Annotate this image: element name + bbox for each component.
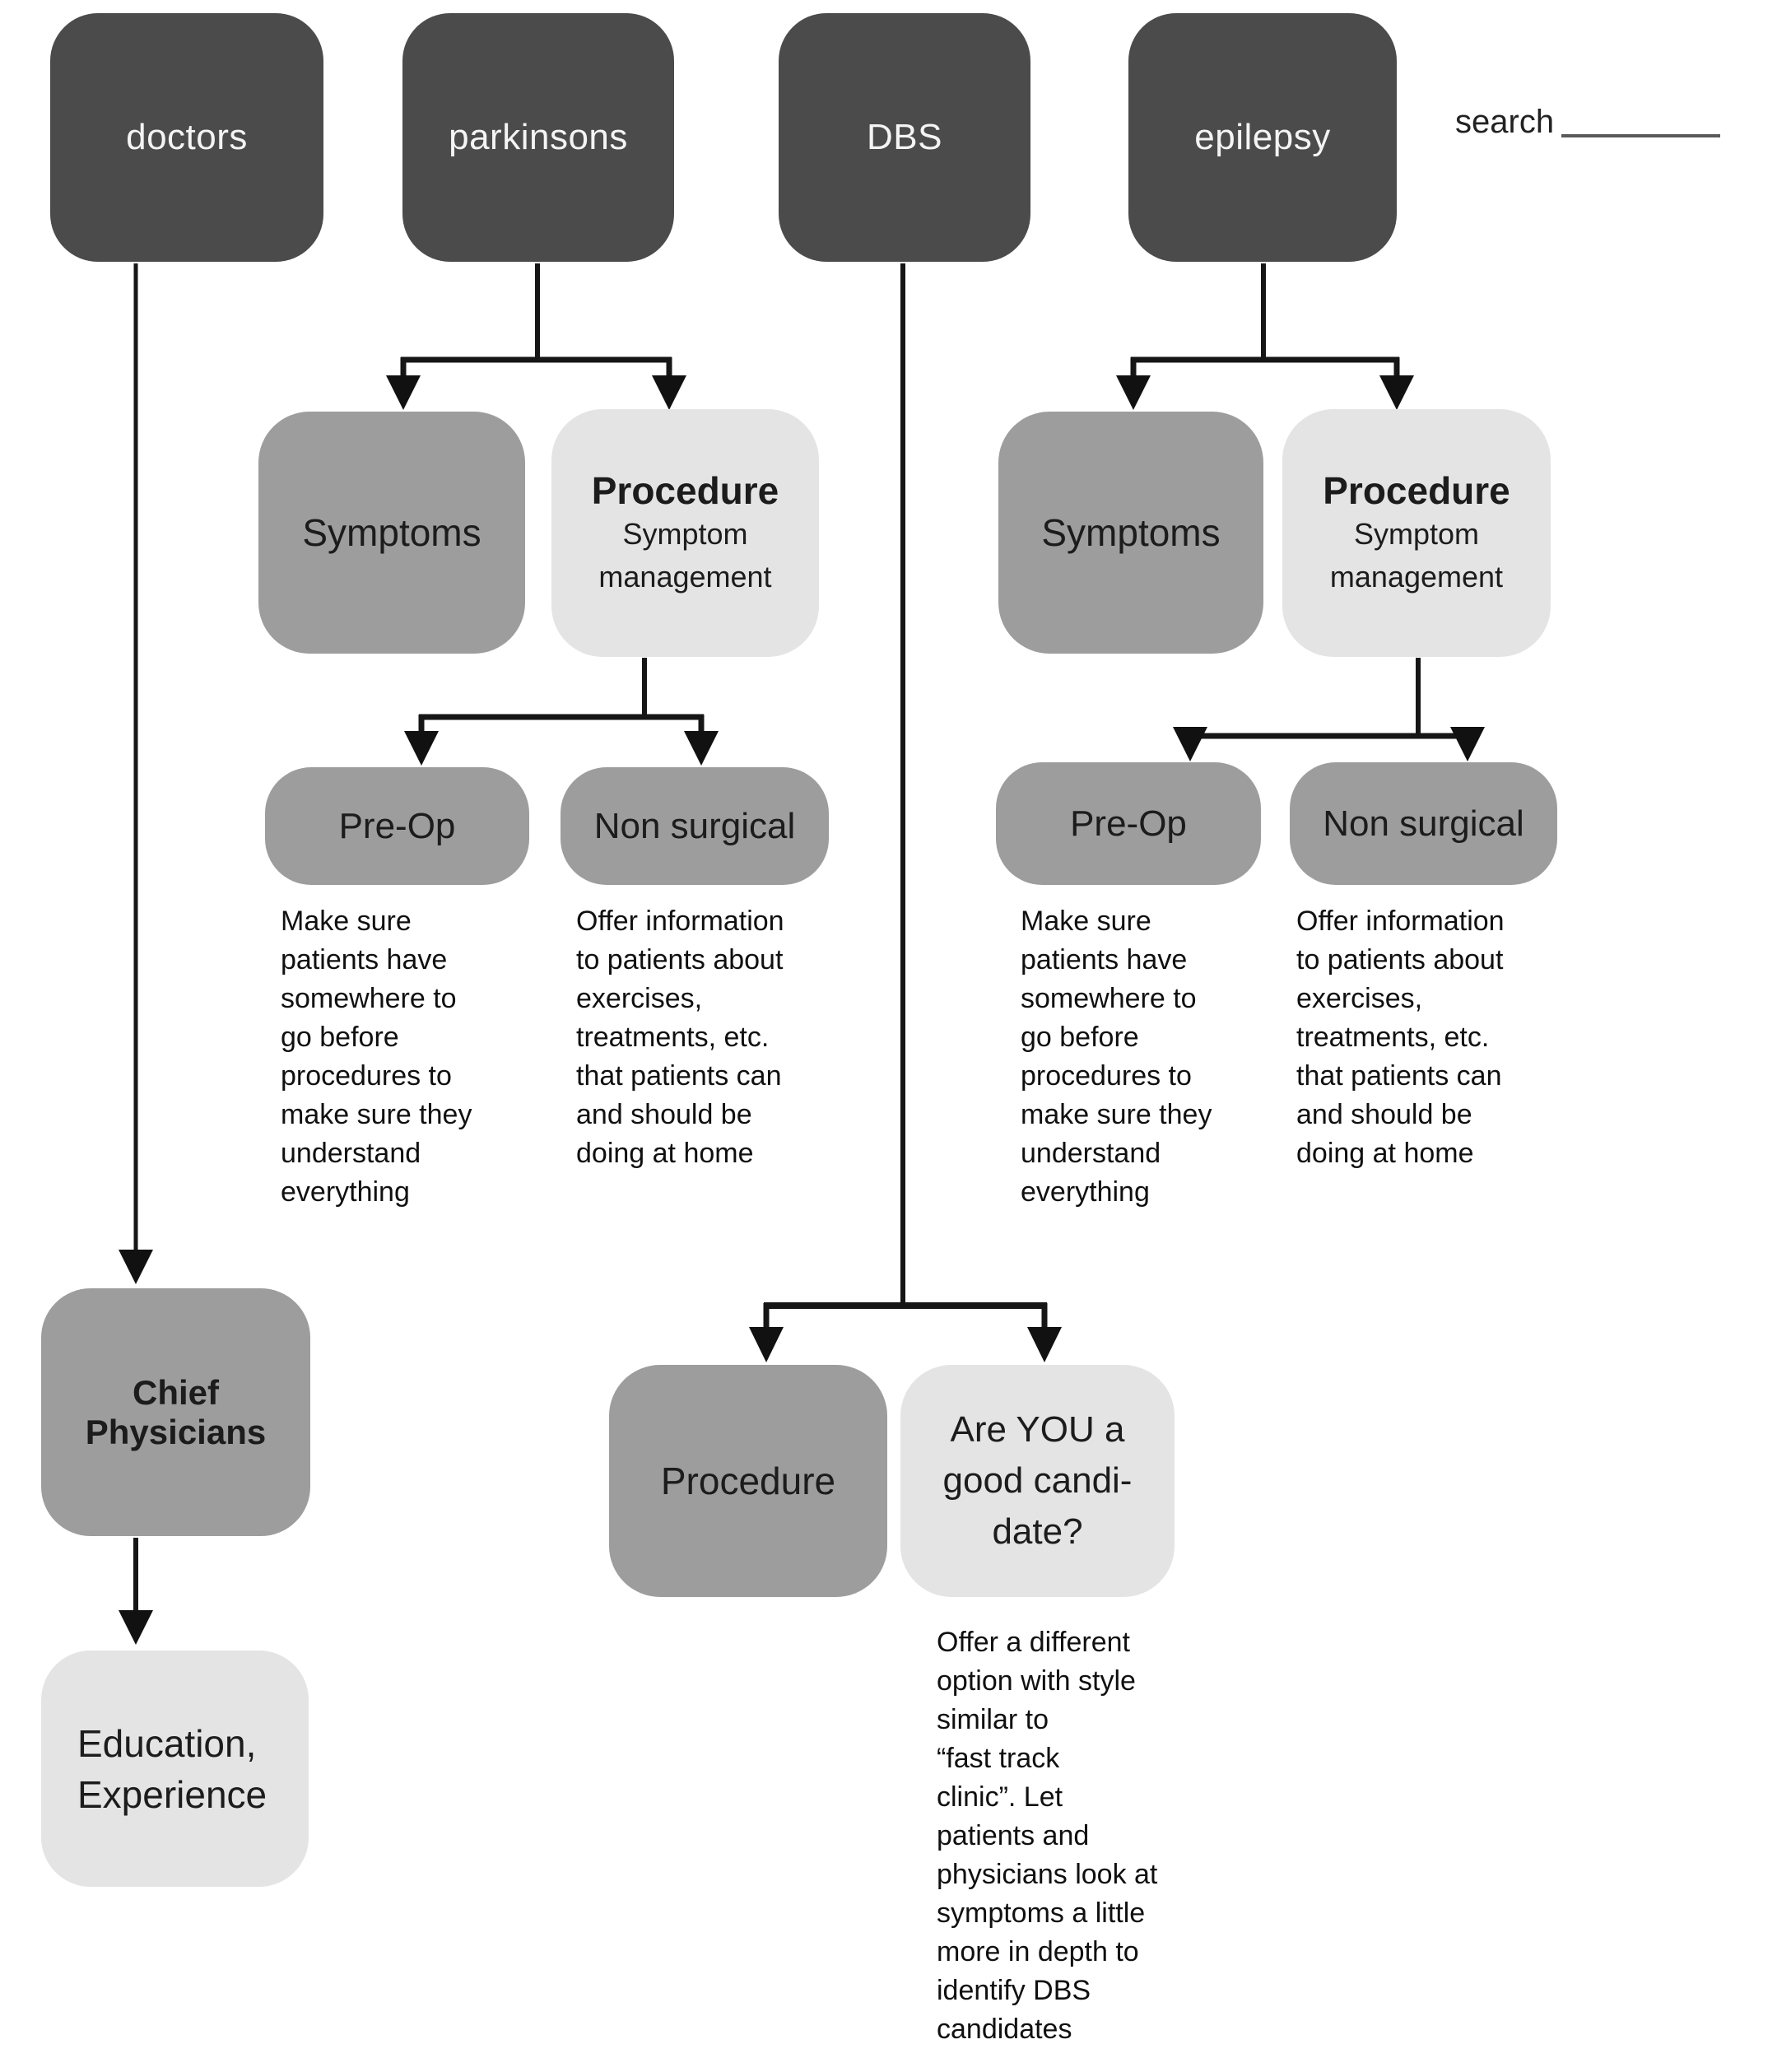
preop-label: Pre-Op (338, 805, 456, 846)
search-underline (1561, 134, 1720, 137)
chief-to-education-arrow (119, 1538, 153, 1645)
node-parkinsons: parkinsons (402, 13, 674, 262)
node-education-experience: Education, Experience (41, 1651, 309, 1887)
dbs-candidate-note: Offer a different option with style simi… (937, 1627, 1158, 2045)
doctors-to-chief-arrow (119, 263, 153, 1284)
dbs-branch-connector (749, 263, 1062, 1362)
search-label: search (1455, 104, 1555, 140)
node-dbs: DBS (779, 13, 1030, 262)
node-chief-physicians: Chief Physicians (41, 1288, 310, 1536)
parkinsons-preop-note: Make sure patients have somewhere to go … (281, 906, 472, 1208)
chief-physicians-label: Chief Physicians (85, 1372, 267, 1451)
procedure-title: Procedure (591, 468, 779, 512)
epilepsy-preop-note: Make sure patients have somewhere to go … (1021, 906, 1212, 1208)
procedure-title: Procedure (1323, 468, 1510, 512)
symptoms-label: Symptoms (302, 511, 481, 554)
procedure-subtitle: Symptom management (598, 516, 772, 594)
node-parkinsons-symptoms: Symptoms (258, 412, 525, 654)
node-parkinsons-procedure: Procedure Symptom management (551, 409, 819, 657)
parkinsons-branch-connector (386, 263, 686, 410)
nonsurgical-label: Non surgical (1323, 803, 1524, 844)
node-epilepsy-procedure: Procedure Symptom management (1282, 409, 1551, 657)
parkinsons-procedure-branch-connector (404, 658, 719, 766)
node-epilepsy-symptoms: Symptoms (998, 412, 1263, 654)
epilepsy-procedure-branch-connector (1173, 658, 1485, 761)
procedure-subtitle: Symptom management (1329, 516, 1504, 594)
parkinsons-nonsurgical-note: Offer information to patients about exer… (576, 906, 784, 1169)
node-epilepsy: epilepsy (1128, 13, 1397, 262)
node-parkinsons-nonsurgical: Non surgical (561, 767, 829, 885)
node-dbs-candidate: Are YOU a good candi- date? (900, 1365, 1175, 1597)
epilepsy-nonsurgical-note: Offer information to patients about exer… (1296, 906, 1505, 1169)
node-dbs-label: DBS (867, 117, 942, 157)
nonsurgical-label: Non surgical (593, 805, 796, 846)
epilepsy-branch-connector (1116, 263, 1414, 410)
node-parkinsons-label: parkinsons (449, 117, 628, 157)
node-parkinsons-preop: Pre-Op (265, 767, 529, 885)
education-label: Education, Experience (77, 1721, 267, 1816)
node-epilepsy-preop: Pre-Op (996, 762, 1261, 885)
preop-label: Pre-Op (1070, 803, 1187, 844)
node-doctors: doctors (50, 13, 323, 262)
candidate-label: Are YOU a good candi- date? (942, 1409, 1133, 1552)
procedure-label: Procedure (660, 1460, 836, 1502)
node-epilepsy-nonsurgical: Non surgical (1290, 762, 1557, 885)
symptoms-label: Symptoms (1041, 511, 1221, 554)
node-epilepsy-label: epilepsy (1194, 117, 1331, 157)
node-dbs-procedure: Procedure (609, 1365, 887, 1597)
node-doctors-label: doctors (126, 117, 248, 157)
